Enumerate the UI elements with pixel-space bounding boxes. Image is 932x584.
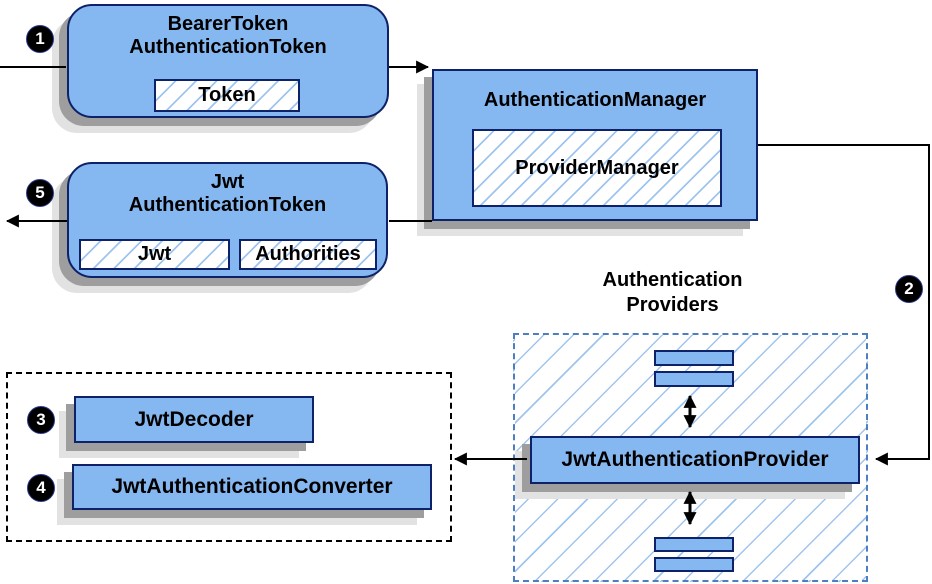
jwt-authentication-provider-box: JwtAuthenticationProvider [530, 436, 860, 484]
authentication-providers-group: JwtAuthenticationProvider [513, 333, 868, 582]
authentication-providers-heading-line1: Authentication [602, 269, 743, 291]
provider-slot-rect [654, 350, 734, 366]
node-bearer-token-authentication-token: BearerToken AuthenticationToken Token [67, 4, 389, 118]
provider-slot-rect [654, 557, 734, 572]
bearer-token-title-line2: AuthenticationToken [129, 36, 327, 58]
token-sub-box: Token [154, 79, 300, 112]
authentication-manager-title: AuthenticationManager [483, 89, 707, 111]
jwt-token-title-line1: Jwt [210, 171, 245, 193]
provider-slot-rect [654, 371, 734, 387]
provider-slot-rect [654, 537, 734, 552]
bearer-token-title: BearerToken AuthenticationToken [69, 6, 387, 59]
jwt-token-title-line2: AuthenticationToken [128, 194, 327, 216]
jwt-decoder-converter-group: JwtDecoder JwtAuthenticationConverter [6, 372, 452, 542]
jwt-decoder-box: JwtDecoder [74, 396, 314, 443]
authentication-providers-heading: Authentication Providers [555, 268, 790, 318]
bearer-token-title-line1: BearerToken [167, 13, 289, 35]
node-jwt-authentication-token: Jwt AuthenticationToken Jwt Authorities [67, 162, 388, 278]
step-badge-3: 3 [27, 406, 55, 434]
step-badge-4: 4 [27, 474, 55, 502]
jwt-authentication-converter-box: JwtAuthenticationConverter [72, 464, 432, 510]
step-badge-2: 2 [895, 275, 923, 303]
step-badge-1: 1 [26, 25, 54, 53]
node-authentication-manager: AuthenticationManager ProviderManager [432, 69, 758, 221]
authentication-providers-heading-line2: Providers [626, 294, 719, 316]
provider-manager-sub-box: ProviderManager [472, 129, 722, 207]
step-badge-5: 5 [26, 179, 54, 207]
jwt-token-title: Jwt AuthenticationToken [69, 164, 386, 217]
authorities-sub-box: Authorities [239, 239, 377, 270]
jwt-sub-box: Jwt [79, 239, 230, 270]
